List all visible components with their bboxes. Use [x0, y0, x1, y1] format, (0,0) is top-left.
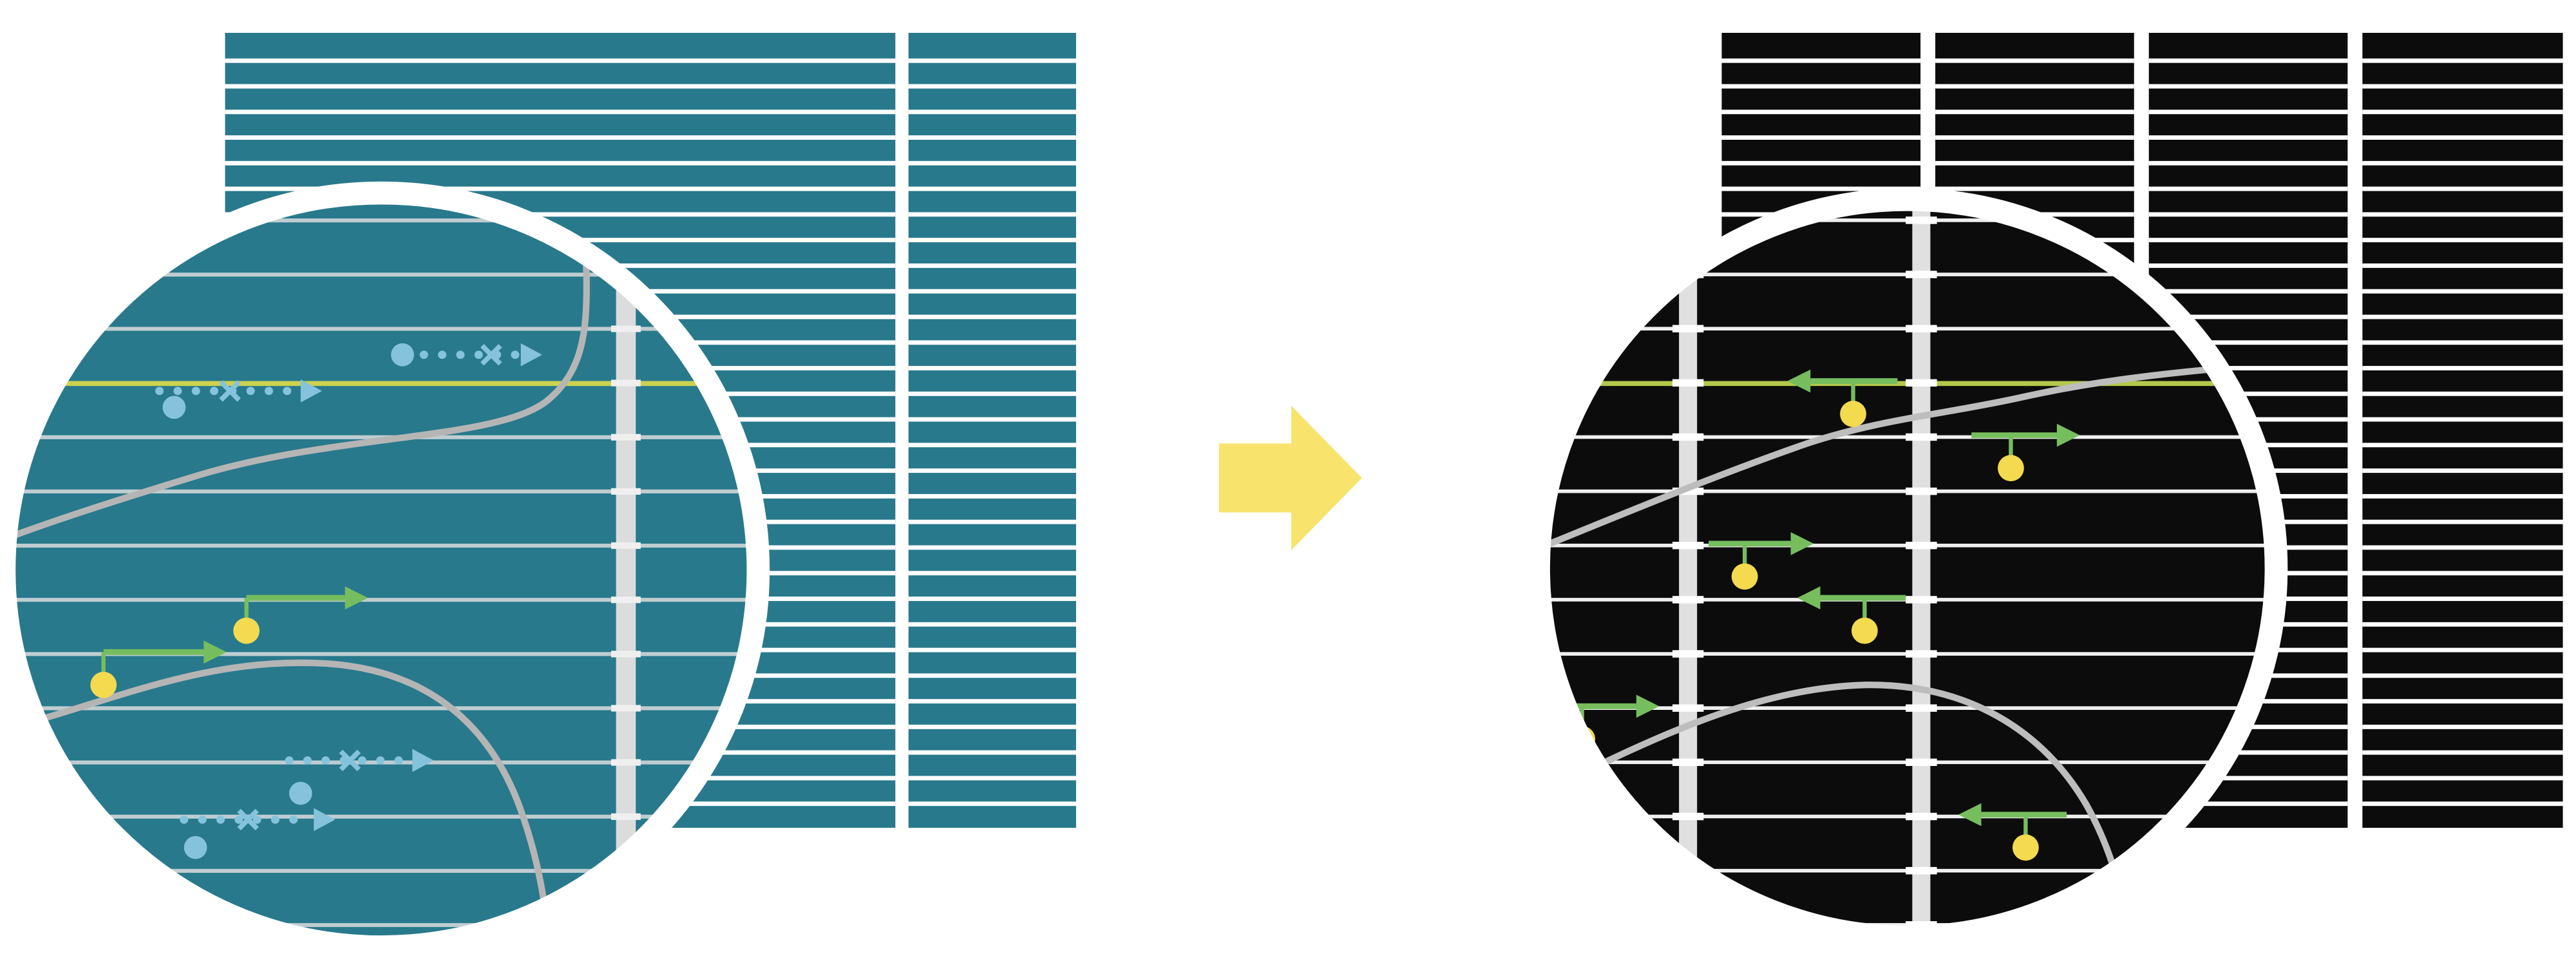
- grain-boundary: [14, 223, 590, 551]
- arrowhead-icon: [1797, 586, 1821, 609]
- busbar: [616, 204, 636, 937]
- carrier-to-busbar: [1958, 803, 2067, 861]
- arrowhead-icon: [314, 808, 336, 832]
- arrowhead-icon: [1958, 803, 1982, 826]
- carrier-to-busbar: [1787, 369, 1898, 427]
- carrier-dot: [1731, 563, 1758, 590]
- arrowhead-icon: [2056, 423, 2080, 447]
- carrier-to-busbar: [1797, 586, 1906, 644]
- electron-dot: [391, 343, 414, 367]
- carrier-dot: [90, 671, 117, 698]
- carrier-to-busbar: [1971, 423, 2080, 482]
- cell-section: [2362, 32, 2563, 828]
- arrowhead-icon: [1790, 532, 1814, 555]
- carrier-dot: [1840, 401, 1866, 427]
- electron-dot: [184, 836, 207, 859]
- cell-section: [908, 32, 1076, 828]
- lost-electron-path: [391, 343, 542, 367]
- magnifier-ring: [1527, 187, 2288, 949]
- grain-boundary: [14, 659, 554, 937]
- grain-boundaries: [14, 223, 590, 937]
- left-magnifier: [0, 181, 770, 959]
- right-magnifier: [1527, 187, 2288, 949]
- electron-dot: [162, 396, 186, 419]
- carrier-dot: [2012, 834, 2039, 861]
- grain-boundary: [1549, 682, 2133, 927]
- arrowhead-icon: [300, 379, 322, 403]
- highlighted-finger-line: [14, 381, 748, 387]
- lost-electron-path: [180, 808, 336, 859]
- lost-electron-path: [155, 379, 322, 419]
- carrier-dot: [1852, 617, 1878, 644]
- arrowhead-icon: [345, 586, 368, 609]
- arrowhead-icon: [204, 640, 227, 664]
- carrier-to-busbar: [1709, 532, 1814, 590]
- magnifier-ring: [0, 181, 770, 959]
- zoom-background: [14, 204, 748, 937]
- grain-boundary: [1549, 365, 2230, 552]
- zoom-background: [1549, 210, 2266, 927]
- lost-electron-path: [285, 749, 434, 805]
- arrowhead-icon: [1636, 694, 1660, 718]
- busbars: [611, 204, 641, 937]
- grain-boundaries: [1549, 365, 2230, 927]
- carrier-to-busbar: [233, 586, 368, 644]
- arrowhead-icon: [412, 749, 434, 772]
- carrier-to-busbar: [90, 640, 227, 698]
- arrowhead-icon: [1787, 369, 1811, 393]
- transformation-arrow: [1218, 405, 1362, 551]
- electron-dot: [289, 781, 312, 805]
- carrier-dot: [1998, 455, 2024, 482]
- carrier-dot: [233, 617, 260, 644]
- arrowhead-icon: [520, 343, 542, 367]
